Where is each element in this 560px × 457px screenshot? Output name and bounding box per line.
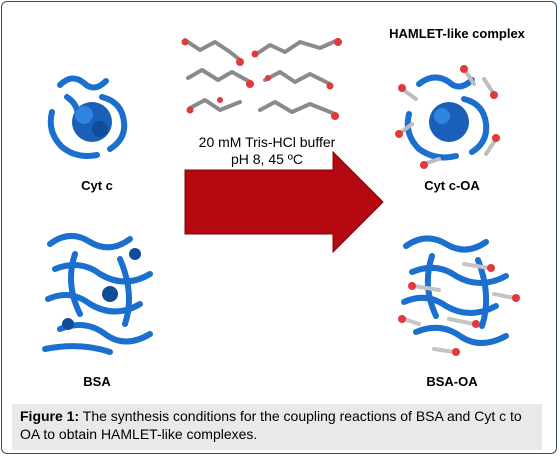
figure-caption: Figure 1: The synthesis conditions for t… <box>12 404 542 450</box>
label-cytc-oa: Cyt c-OA <box>424 178 480 193</box>
complex-title: HAMLET-like complex <box>389 26 525 41</box>
label-cytc: Cyt c <box>81 178 113 193</box>
condition-ph-temperature: pH 8, 45 ºC <box>230 151 304 167</box>
condition-buffer: 20 mM Tris-HCl buffer <box>198 134 336 150</box>
cytc-protein-structure <box>47 75 128 159</box>
label-bsa-oa: BSA-OA <box>426 374 478 389</box>
bsa-oa-complex-structure <box>398 235 520 356</box>
caption-text: The synthesis conditions for the couplin… <box>20 408 522 442</box>
cytc-oa-complex-structure <box>395 65 500 169</box>
oleic-acid-molecules <box>181 38 342 120</box>
reaction-arrow <box>184 150 384 254</box>
caption-figure-label: Figure 1: <box>20 408 80 424</box>
label-bsa: BSA <box>83 374 111 389</box>
bsa-protein-structure <box>42 233 153 355</box>
